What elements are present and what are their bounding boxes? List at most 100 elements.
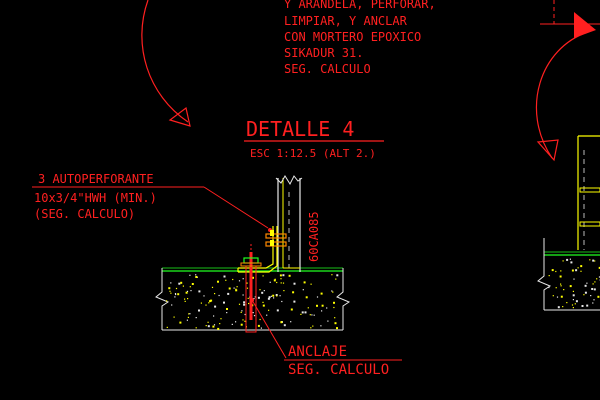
hatch-speck [589, 259, 591, 261]
hatch-speck [174, 296, 176, 298]
hatch-speck [268, 296, 271, 299]
hatch-speck [288, 274, 291, 277]
hatch-speck [312, 325, 314, 327]
hatch-speck [219, 323, 221, 325]
hatch-speck [594, 281, 596, 283]
detail-title: DETALLE 4 [246, 117, 354, 141]
hatch-speck [189, 313, 191, 315]
hatch-speck [220, 318, 222, 320]
angle-clip-outer [238, 226, 274, 269]
hatch-speck [586, 282, 588, 284]
slab-break-right [336, 268, 351, 330]
hatch-speck [241, 310, 243, 312]
hatch-speck [580, 265, 583, 268]
hatch-speck [198, 290, 201, 293]
hatch-speck [569, 285, 572, 288]
hatch-speck [187, 316, 189, 318]
hatch-speck [555, 287, 557, 289]
hatch-speck [569, 258, 571, 260]
hatch-speck [302, 289, 304, 291]
note-line-1: Y ARANDELA, PERFORAR, [284, 0, 436, 11]
hatch-speck [175, 287, 178, 290]
hatch-speck [316, 304, 318, 307]
hatch-speck [228, 287, 231, 290]
hatch-speck [290, 308, 293, 311]
hatch-speck [263, 290, 265, 292]
hatch-speck [262, 304, 265, 307]
screw-callout-line-1: 3 AUTOPERFORANTE [38, 172, 154, 186]
hatch-speck [240, 323, 243, 326]
hatch-speck [273, 297, 275, 299]
hatch-speck [321, 304, 324, 307]
hatch-speck [594, 260, 596, 262]
hatch-speck [253, 298, 255, 300]
hatch-speck [242, 294, 244, 296]
hatch-speck [307, 307, 309, 309]
screw-head-2 [270, 240, 274, 246]
anchor-leader-dot [250, 298, 254, 302]
hatch-speck [235, 321, 237, 323]
hatch-speck [590, 295, 592, 297]
profile-right-screw-1 [579, 187, 600, 193]
hatch-speck [276, 309, 279, 312]
hatch-speck [214, 305, 217, 308]
screw-2 [265, 241, 287, 247]
hatch-speck [191, 283, 194, 285]
hatch-speck [311, 314, 313, 316]
hatch-speck [577, 267, 579, 269]
profile-break-line [275, 175, 303, 186]
hatch-speck [580, 270, 582, 272]
hatch-speck [596, 278, 598, 280]
hatch-speck [195, 317, 197, 319]
anchor-leader-line [251, 299, 287, 359]
hatch-speck [562, 260, 564, 262]
hatch-speck [195, 327, 197, 329]
hatch-speck [290, 321, 292, 323]
hatch-speck [566, 258, 569, 261]
hatch-speck [166, 300, 168, 302]
hatch-speck [226, 312, 228, 314]
hatch-speck [235, 288, 237, 290]
hatch-speck [282, 282, 285, 284]
hatch-speck [560, 283, 562, 285]
hatch-speck [254, 296, 256, 298]
note-line-4: SIKADUR 31. [284, 46, 363, 60]
hatch-speck [566, 302, 568, 304]
hatch-speck [213, 324, 216, 326]
hatch-speck [260, 327, 262, 329]
hatch-speck [262, 275, 264, 277]
hatch-speck [171, 304, 173, 306]
hatch-speck [242, 278, 244, 280]
hatch-speck [334, 322, 337, 325]
hatch-speck [169, 290, 171, 292]
hatch-speck [586, 304, 589, 307]
concrete-hatch-right [548, 258, 600, 309]
hatch-speck [233, 287, 235, 289]
hatch-speck [262, 301, 264, 303]
hatch-speck [320, 292, 323, 295]
hatch-speck [562, 306, 564, 308]
hatch-speck [575, 300, 578, 303]
hatch-speck [583, 294, 585, 296]
hatch-speck [281, 300, 283, 303]
note-line-5: SEG. CALCULO [284, 62, 371, 76]
hatch-speck [326, 307, 328, 309]
hatch-speck [560, 295, 563, 298]
hatch-speck [217, 327, 220, 330]
hatch-speck [184, 298, 186, 300]
hatch-speck [280, 282, 282, 284]
hatch-speck [279, 274, 282, 277]
anchor-callout-line-2: SEG. CALCULO [288, 362, 389, 378]
hatch-speck [292, 291, 295, 294]
hatch-speck [207, 325, 210, 328]
hatch-speck [276, 281, 278, 284]
hatch-speck [207, 321, 209, 323]
hatch-speck [244, 320, 246, 322]
hatch-speck [170, 292, 172, 294]
hatch-speck [560, 270, 562, 272]
hatch-speck [236, 286, 238, 288]
hatch-speck [336, 327, 338, 330]
hatch-speck [551, 269, 554, 272]
hatch-speck [320, 325, 322, 327]
